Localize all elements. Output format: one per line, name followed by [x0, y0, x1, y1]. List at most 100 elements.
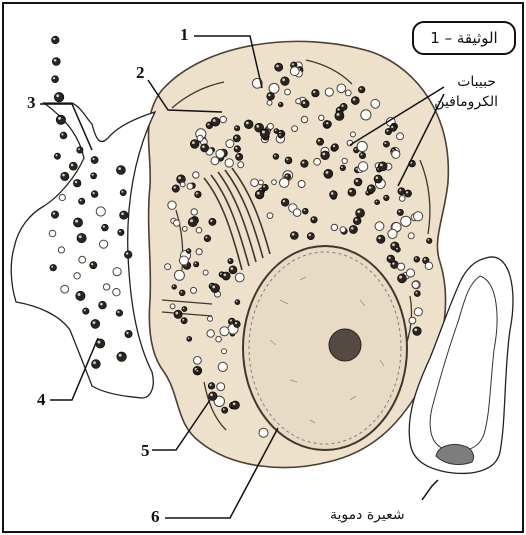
- granule-highlight: [256, 125, 259, 128]
- vesicle: [397, 133, 404, 140]
- granule-highlight: [246, 122, 249, 125]
- label-3: 3: [27, 93, 36, 113]
- granule-highlight: [53, 38, 55, 40]
- granule-highlight: [229, 259, 231, 261]
- granule: [91, 191, 98, 198]
- granule-highlight: [224, 274, 227, 277]
- granule: [378, 162, 387, 171]
- granule: [404, 190, 411, 197]
- vesicle: [399, 196, 405, 202]
- granule: [120, 190, 126, 196]
- granule: [54, 153, 60, 159]
- granule-highlight: [182, 319, 184, 321]
- granule: [52, 76, 59, 83]
- granule: [194, 262, 199, 267]
- granule: [358, 86, 365, 93]
- chromaffin-granules-label-line1: حبيبات: [457, 73, 496, 92]
- granule-highlight: [341, 105, 343, 107]
- granule: [79, 198, 85, 204]
- granule-highlight: [361, 154, 363, 156]
- granule: [278, 133, 283, 138]
- granule-highlight: [93, 321, 96, 324]
- granule-highlight: [376, 176, 379, 179]
- granule: [359, 152, 365, 158]
- granule-highlight: [236, 301, 238, 303]
- vesicle: [100, 240, 108, 248]
- vesicle: [412, 281, 419, 288]
- granule-highlight: [424, 258, 426, 260]
- granule: [195, 191, 202, 198]
- granule: [52, 36, 60, 44]
- granule-highlight: [237, 155, 239, 157]
- vesicle: [220, 116, 227, 123]
- granule: [244, 120, 253, 129]
- vesicle: [409, 317, 416, 324]
- granule: [91, 319, 100, 328]
- granule-highlight: [318, 139, 320, 141]
- granule: [234, 321, 241, 328]
- granule-highlight: [78, 148, 80, 150]
- granule: [281, 77, 290, 86]
- granule-highlight: [292, 63, 294, 65]
- granule-highlight: [428, 239, 430, 241]
- granule-highlight: [176, 312, 179, 315]
- granule-highlight: [341, 166, 343, 168]
- granule: [383, 141, 389, 147]
- vesicle: [293, 209, 301, 217]
- granule-highlight: [92, 158, 94, 160]
- granule-highlight: [202, 145, 205, 148]
- vesicle: [375, 222, 384, 231]
- granule-highlight: [75, 220, 78, 223]
- granule: [231, 401, 239, 409]
- granule: [302, 208, 308, 214]
- vesicle: [290, 67, 299, 76]
- granule: [204, 235, 211, 242]
- granule-highlight: [84, 309, 86, 311]
- granule-highlight: [78, 293, 81, 296]
- granule: [56, 115, 65, 124]
- granule: [255, 190, 264, 199]
- granule-highlight: [292, 233, 295, 236]
- vesicle: [191, 287, 197, 293]
- granule-highlight: [91, 263, 93, 265]
- granule: [188, 218, 197, 227]
- granule: [120, 211, 128, 219]
- granule-highlight: [233, 403, 236, 406]
- granule-highlight: [51, 266, 53, 268]
- granule: [353, 217, 361, 225]
- granule: [321, 151, 330, 160]
- granule-highlight: [58, 117, 61, 120]
- granule-highlight: [275, 130, 277, 132]
- extracellular-space: [11, 103, 155, 398]
- granule-highlight: [195, 263, 197, 265]
- vesicle: [314, 158, 321, 165]
- granule: [54, 92, 64, 102]
- granule-highlight: [56, 154, 58, 156]
- vesicle: [280, 178, 289, 187]
- granule-highlight: [187, 250, 189, 252]
- granule-highlight: [385, 196, 387, 198]
- granule: [260, 129, 269, 138]
- vesicle: [392, 150, 400, 158]
- document-title: الوثيقة – 1: [412, 21, 516, 55]
- granule: [367, 185, 375, 193]
- granule: [262, 184, 268, 190]
- granule-highlight: [97, 341, 100, 344]
- granule-highlight: [126, 332, 128, 334]
- granule-highlight: [391, 126, 393, 128]
- vesicle: [342, 158, 347, 163]
- vesicle: [397, 263, 404, 270]
- vesicle: [170, 304, 175, 309]
- granule: [317, 138, 324, 145]
- granule: [374, 175, 382, 183]
- granule-highlight: [192, 141, 195, 144]
- granule-highlight: [117, 311, 119, 313]
- granule-highlight: [93, 192, 95, 194]
- granule: [414, 256, 420, 262]
- granule-highlight: [279, 134, 281, 136]
- granule-highlight: [392, 262, 394, 264]
- granule-highlight: [210, 220, 212, 222]
- vesicle: [285, 89, 291, 95]
- vesicle: [301, 116, 307, 122]
- label-5: 5: [141, 441, 150, 461]
